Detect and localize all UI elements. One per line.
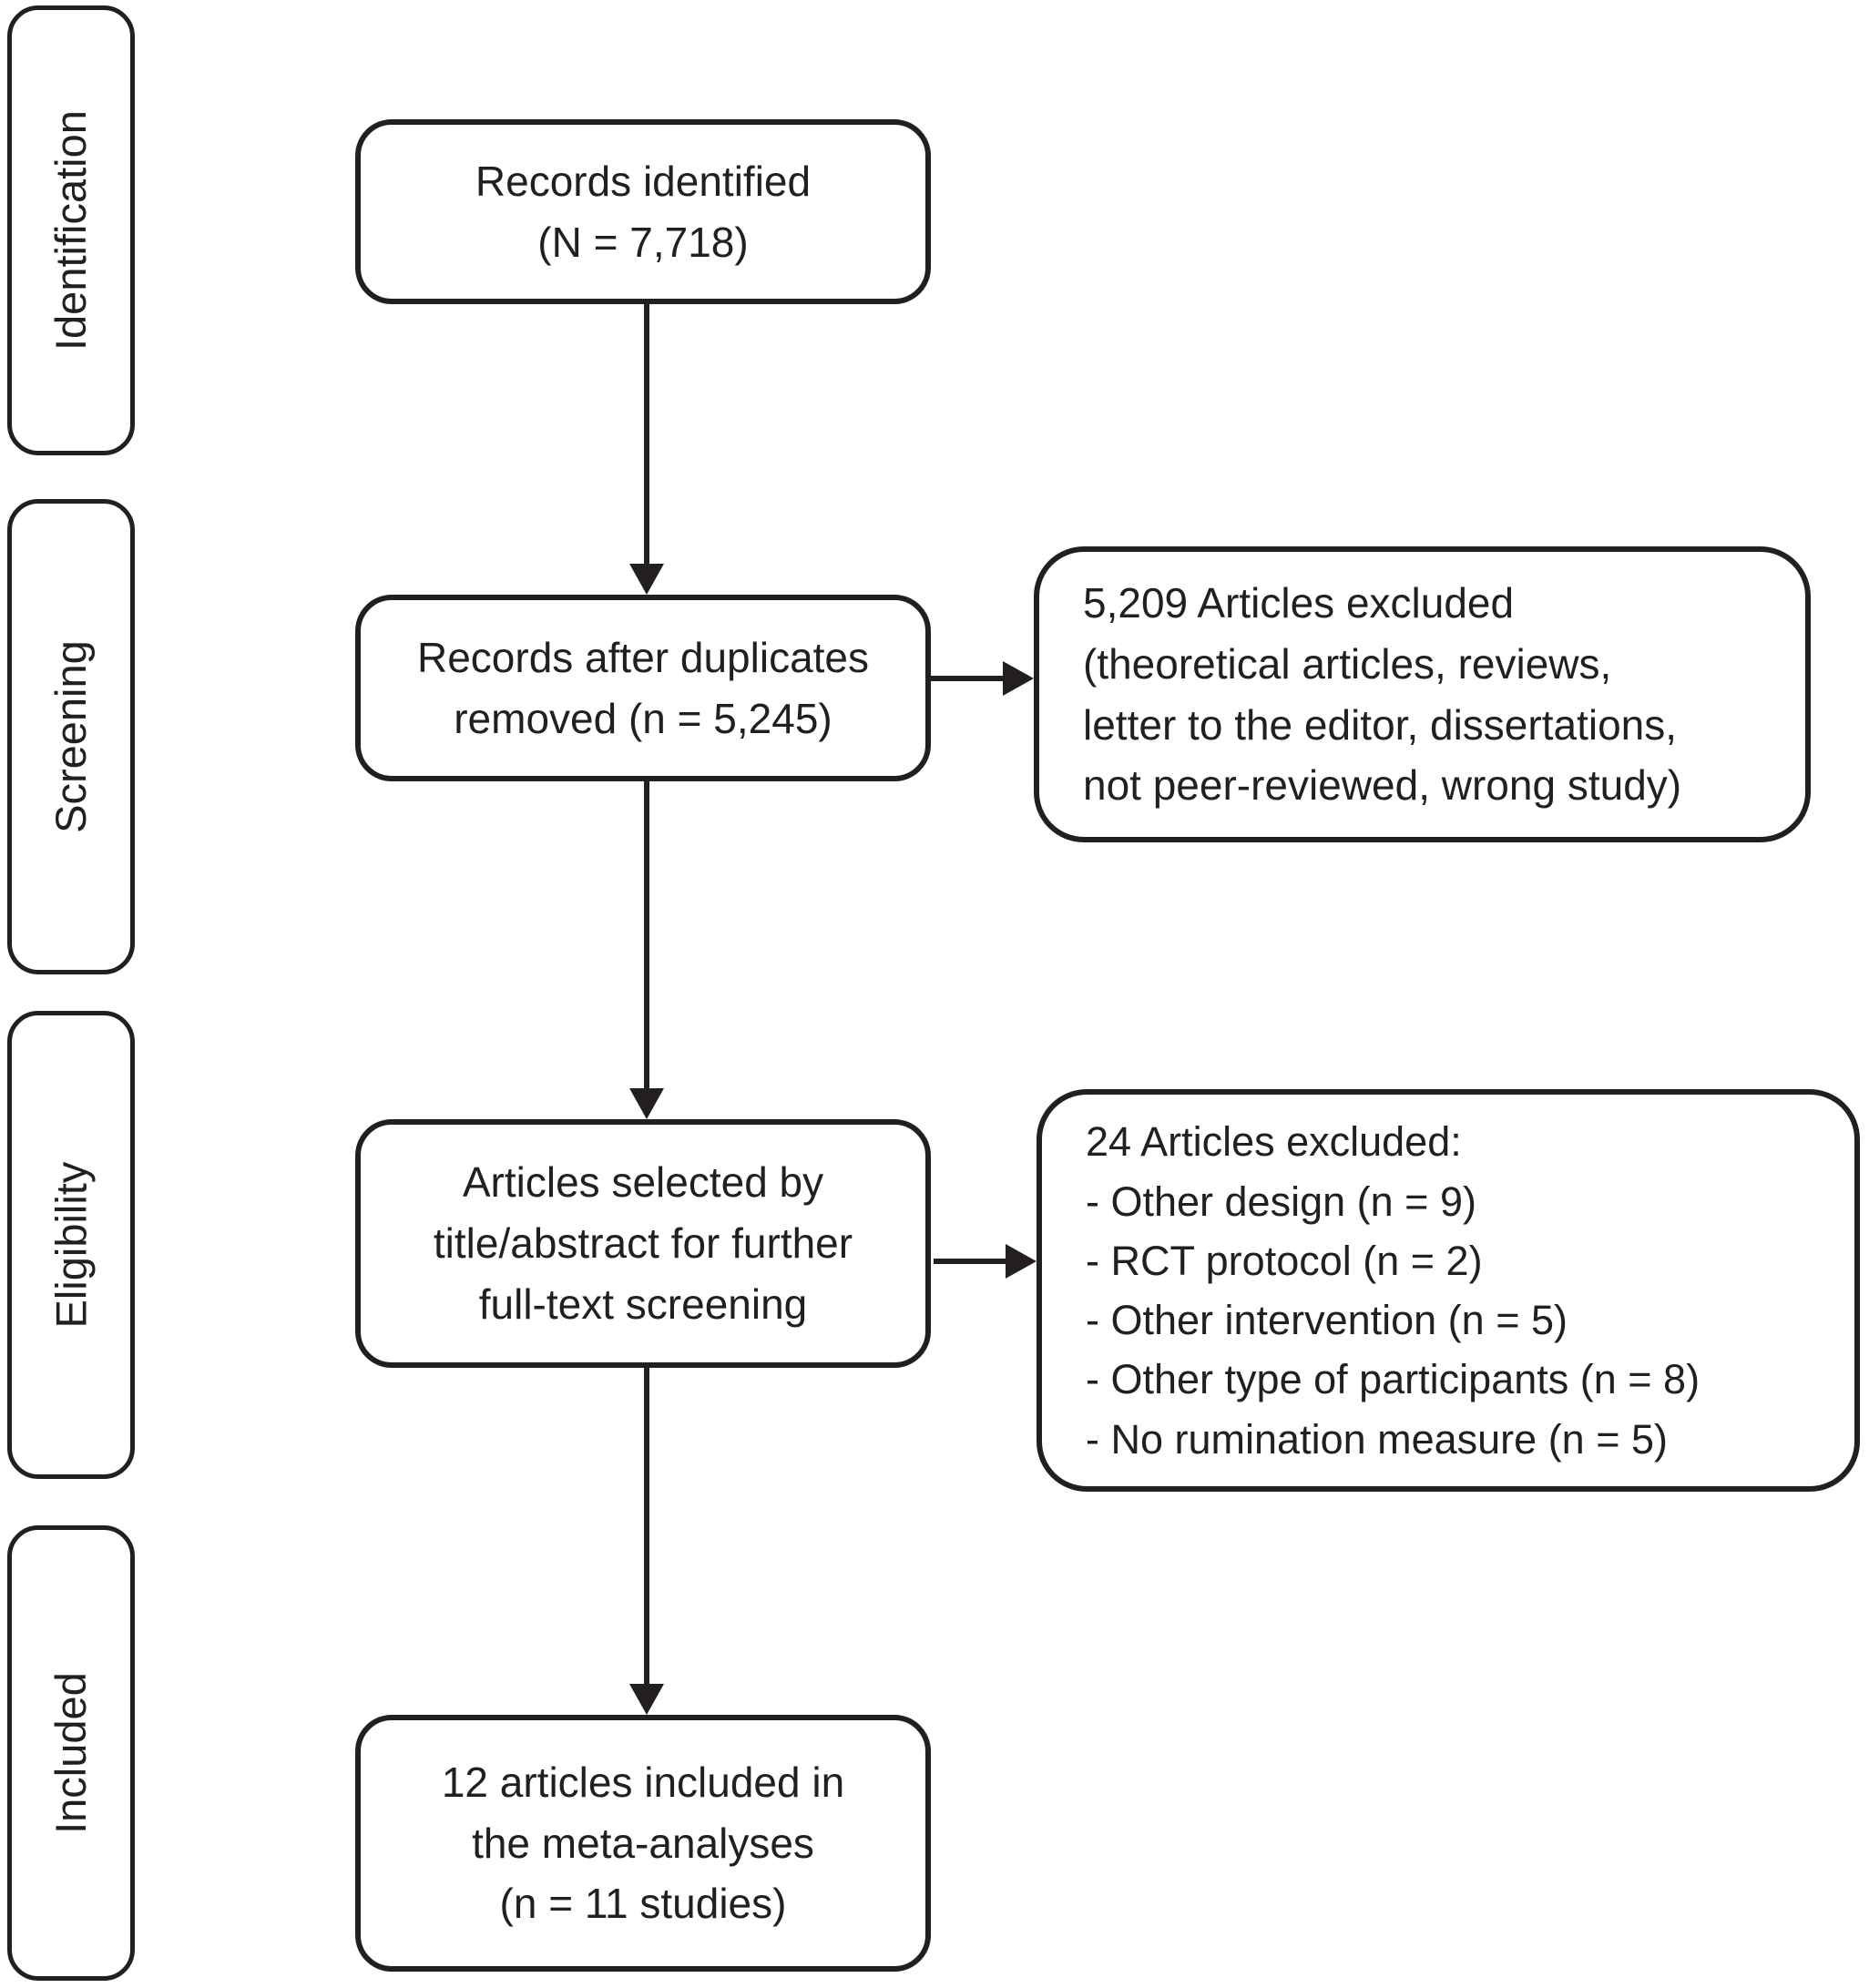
stage-box-included: Included [7, 1525, 135, 1981]
arrow-down-2-head-icon [629, 1088, 664, 1119]
stage-label-included: Included [46, 1672, 95, 1834]
stage-label-eligibility: Eligibility [46, 1161, 95, 1329]
arrow-right-1-line [931, 676, 1006, 681]
exclusion-box-screening-text: 5,209 Articles excluded (theoretical art… [1083, 579, 1682, 810]
flow-box-records-after-duplicates-text: Records after duplicates removed (n = 5,… [416, 633, 870, 742]
arrow-down-3-head-icon [629, 1684, 664, 1715]
arrow-down-2-line [644, 781, 649, 1089]
flow-box-articles-selected: Articles selected by title/abstract for … [355, 1119, 931, 1368]
stage-box-eligibility: Eligibility [7, 1011, 135, 1479]
exclusion-box-eligibility: 24 Articles excluded: - Other design (n … [1037, 1089, 1860, 1492]
flow-box-articles-selected-text: Articles selected by title/abstract for … [433, 1158, 853, 1328]
arrow-right-2-head-icon [1006, 1244, 1037, 1279]
arrow-down-1-line [644, 304, 649, 566]
exclusion-box-eligibility-text: 24 Articles excluded: - Other design (n … [1086, 1118, 1700, 1463]
flow-box-articles-included-text: 12 articles included in the meta-analyse… [441, 1758, 845, 1928]
flow-box-records-after-duplicates: Records after duplicates removed (n = 5,… [355, 595, 931, 781]
exclusion-box-screening: 5,209 Articles excluded (theoretical art… [1034, 546, 1811, 842]
flow-box-records-identified-text: Records identified (N = 7,718) [475, 157, 812, 266]
arrow-right-2-line [934, 1259, 1008, 1264]
flow-box-articles-included: 12 articles included in the meta-analyse… [355, 1715, 931, 1972]
stage-label-identification: Identification [46, 110, 95, 351]
stage-box-screening: Screening [7, 499, 135, 974]
stage-box-identification: Identification [7, 5, 135, 455]
arrow-right-1-head-icon [1003, 661, 1034, 696]
flow-box-records-identified: Records identified (N = 7,718) [355, 119, 931, 304]
arrow-down-1-head-icon [629, 564, 664, 595]
stage-label-screening: Screening [46, 640, 95, 833]
arrow-down-3-line [644, 1368, 649, 1685]
